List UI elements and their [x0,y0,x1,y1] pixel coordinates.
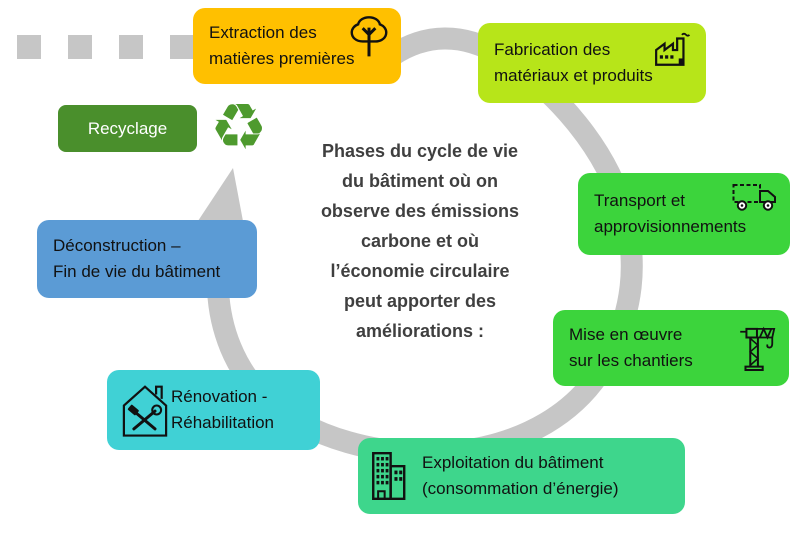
dashed-line [17,35,194,59]
arrowhead [194,168,246,237]
phase-mise-en-oeuvre: Mise en œuvre sur les chantiers [553,310,789,386]
building-icon [369,451,409,501]
phase-fabrication-label: Fabrication des matériaux et produits [494,40,653,85]
tree-icon [348,15,390,61]
phase-mise-en-oeuvre-label: Mise en œuvre sur les chantiers [569,325,693,370]
truck-icon [731,180,779,214]
phase-recyclage-label: Recyclage [87,118,168,138]
phase-exploitation: Exploitation du bâtiment (consommation d… [358,438,685,514]
phase-deconstruction: Déconstruction – Fin de vie du bâtiment [37,220,257,298]
phase-renovation-label: Rénovation - Réhabilitation [171,387,275,432]
phase-exploitation-label: Exploitation du bâtiment (consommation d… [422,453,619,498]
phase-recyclage: Recyclage [58,105,197,152]
phase-deconstruction-label: Déconstruction – Fin de vie du bâtiment [53,236,221,281]
phase-renovation: Rénovation - Réhabilitation [107,370,320,450]
factory-icon [653,30,695,68]
center-caption: Phases du cycle de vie du bâtiment où on… [320,141,520,341]
phase-extraction-label: Extraction des matières premières [209,23,355,68]
phase-transport-label: Transport et approvisionnements [594,191,747,236]
phase-extraction: Extraction des matières premières [193,8,401,84]
recycle-icon: ♻ [210,91,268,163]
phase-fabrication: Fabrication des matériaux et produits [478,23,706,103]
house-tools-icon [118,380,172,440]
phase-transport: Transport et approvisionnements [578,173,790,255]
crane-icon [734,322,778,374]
